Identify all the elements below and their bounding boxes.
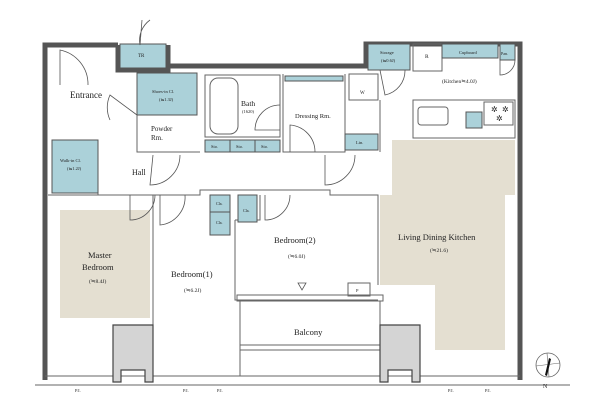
tr-box [119,43,167,69]
master-bedroom-area [60,210,150,318]
shoes-in-closet [136,72,198,116]
outer-walls [35,41,570,386]
pillar-right [379,324,421,383]
powder-label-2: Rm. [151,134,163,142]
pit-label-1: P.I. [75,388,81,393]
pantry-label: Pan. [501,51,508,56]
balcony-area [236,282,384,376]
ldk-area [380,140,515,350]
lin-label: Lin. [356,140,363,145]
storage-label: Storage [380,50,394,55]
pillar-left [112,324,154,383]
sto-label-3: Sto. [261,144,268,149]
cla-label-3: Cla. [243,208,250,213]
bedroom1-size: (≒6.2J) [184,287,201,294]
sto-3 [254,139,281,153]
cla-label-1: Cla. [216,201,223,206]
walk-in-closet [51,139,99,194]
svg-text:✲: ✲ [491,105,498,114]
bedroom1-label: Bedroom(1) [171,269,213,279]
hall-label: Hall [132,168,147,177]
pit-label-3: P.I. [217,388,223,393]
sto-label-2: Sto. [236,144,243,149]
cla-label-2: Cla. [216,220,223,225]
walkin-size: (≒1.2J) [67,166,82,171]
master-label: Master [88,250,112,260]
pit-label-4: P.I. [448,388,454,393]
linen [344,133,379,151]
sto-label-1: Sto. [211,144,218,149]
ldk-label: Living Dining Kitchen [398,232,476,242]
entrance-label: Entrance [70,90,102,100]
cupboard [441,43,499,59]
master-size: (≒8.4J) [89,278,106,285]
storage [367,43,411,71]
pantry [499,43,516,61]
kitchen-label: (Kitchen≒4.0J) [442,78,477,85]
powder-label: Powder [151,125,173,133]
ldk-size: (≒21.6) [430,247,448,254]
w-label: W [360,91,365,96]
cla-3 [237,194,258,223]
tr-label: TR [138,54,145,59]
master-label-2: Bedroom [82,262,114,272]
bedroom2-label: Bedroom(2) [274,235,316,245]
refrigerator-label: R [425,54,429,60]
shoes-in-size: (≒1.3J) [159,97,174,102]
balcony-label: Balcony [294,327,323,337]
pit-label-5: P.I. [485,388,491,393]
north-compass-icon [535,352,561,378]
cla-2 [209,211,231,236]
svg-text:✲: ✲ [496,114,503,123]
dressing-counter [284,75,344,82]
storage-size: (≒0.6J) [381,58,396,63]
bedroom2-size: (≒6.0J) [288,253,305,260]
doors [59,19,516,226]
pit-label-2: P.I. [183,388,189,393]
cupboard-label: Cupboard [459,50,477,55]
dressing-label: Dressing Rm. [295,113,331,120]
north-label: N [543,384,548,390]
bath-label: Bath [241,99,255,108]
svg-text:✲: ✲ [502,105,509,114]
pipe-space-label: P [356,288,359,293]
washer [348,73,379,101]
walkin-label: Walk-in Cl. [60,158,81,163]
kitchen-counter: ✲ ✲ ✲ [412,99,516,139]
shoes-in-label: Shoes-in Cl. [152,89,174,94]
bath-size: (1620) [242,109,254,114]
